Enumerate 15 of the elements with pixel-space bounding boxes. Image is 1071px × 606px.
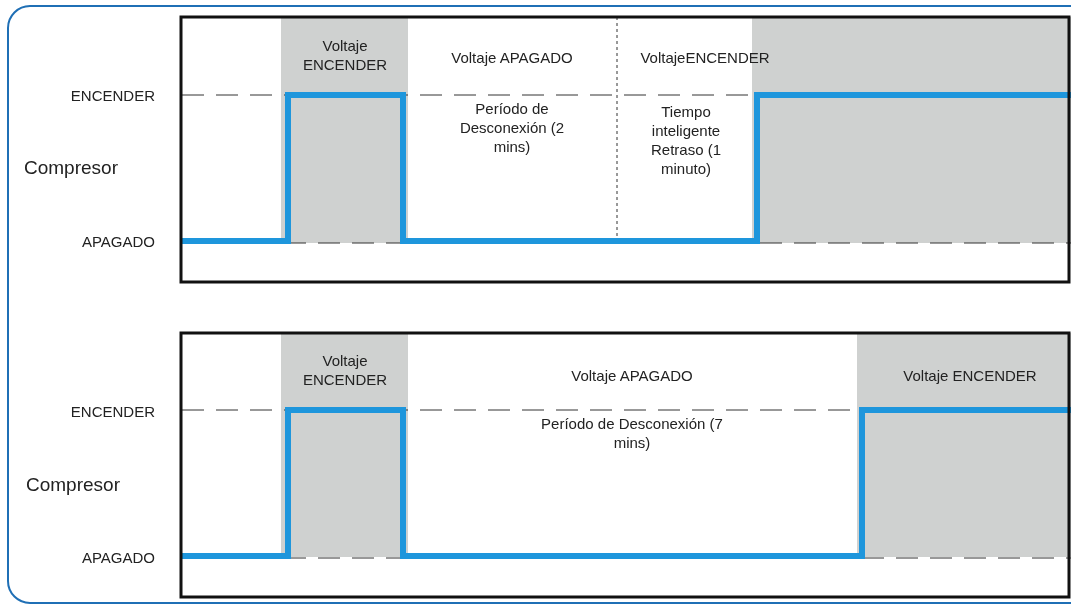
band-label: Voltaje APAGADO — [570, 365, 694, 385]
level-label: ENCENDER — [70, 401, 155, 421]
axis-label: Compresor — [24, 157, 118, 177]
level-label: APAGADO — [81, 547, 155, 567]
annotation-text: Período de Desconexión (2 mins) — [459, 98, 565, 156]
annotation-text: Período de Desconexión (7 mins) — [540, 414, 724, 452]
annotation-text: Tiempo inteligente Retraso (1 minuto) — [650, 102, 722, 178]
level-label: APAGADO — [81, 231, 155, 251]
band-label: Voltaje ENCENDER — [301, 351, 389, 389]
band-label: VoltajeENCENDER — [639, 47, 771, 67]
band-label: Voltaje ENCENDER — [301, 36, 389, 74]
band-label: Voltaje ENCENDER — [902, 365, 1038, 385]
band-label: Voltaje APAGADO — [450, 47, 574, 67]
axis-label: Compresor — [26, 474, 120, 494]
level-label: ENCENDER — [70, 85, 155, 105]
